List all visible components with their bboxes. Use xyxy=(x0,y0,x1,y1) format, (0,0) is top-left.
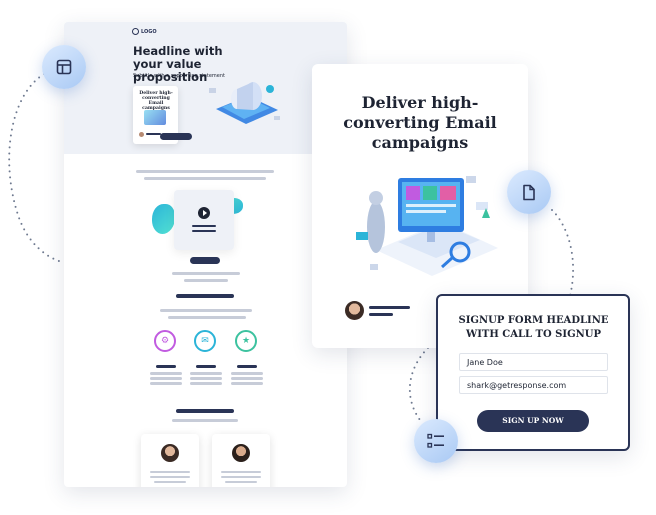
document-icon[interactable] xyxy=(507,170,551,214)
logo: LOGO xyxy=(132,28,157,35)
layout-icon[interactable] xyxy=(42,45,86,89)
feature-icon-1: ⚙ xyxy=(154,330,176,352)
landing-headline: Headline with your value proposition xyxy=(133,44,223,84)
hero-cta-button[interactable] xyxy=(160,133,192,140)
testimonials-heading-bar xyxy=(176,409,234,413)
email-field[interactable]: shark@getresponse.com xyxy=(459,376,608,394)
testimonial-card-2 xyxy=(212,434,270,487)
landing-page-card: LOGO Headline with your value propositio… xyxy=(64,22,347,487)
feature-icon-2: ✉ xyxy=(194,330,216,352)
email-analytics-illustration xyxy=(356,176,498,276)
signup-form-headline: SIGNUP FORM HEADLINE WITH CALL TO SIGNUP xyxy=(458,315,609,340)
video-placeholder xyxy=(174,190,234,250)
mini-card-illustration xyxy=(144,110,166,125)
author-avatar xyxy=(345,301,364,320)
mini-card-avatar xyxy=(139,132,144,137)
sign-up-button[interactable]: SIGN UP NOW xyxy=(477,410,589,432)
megaphone-illustration xyxy=(209,82,280,124)
section-heading-bar xyxy=(176,294,234,298)
testimonial-avatar-2 xyxy=(232,444,250,462)
logo-circle-icon xyxy=(132,28,139,35)
name-field[interactable]: Jane Doe xyxy=(459,353,608,371)
video-blob-left xyxy=(152,204,175,234)
testimonial-card-1 xyxy=(141,434,199,487)
signup-form-card: SIGNUP FORM HEADLINE WITH CALL TO SIGNUP… xyxy=(436,294,630,451)
email-card-title: Deliver high-converting Email campaigns xyxy=(343,93,497,152)
testimonial-avatar-1 xyxy=(161,444,179,462)
landing-subtitle: Subtitle with a supporting statement xyxy=(133,73,225,79)
mini-card-title: Deliver high-converting Email campaigns xyxy=(139,91,173,111)
play-icon[interactable] xyxy=(198,207,210,219)
landing-hero xyxy=(64,22,347,154)
feature-icon-3: ★ xyxy=(235,330,257,352)
list-icon[interactable] xyxy=(414,419,458,463)
video-cta-button[interactable] xyxy=(190,257,220,264)
